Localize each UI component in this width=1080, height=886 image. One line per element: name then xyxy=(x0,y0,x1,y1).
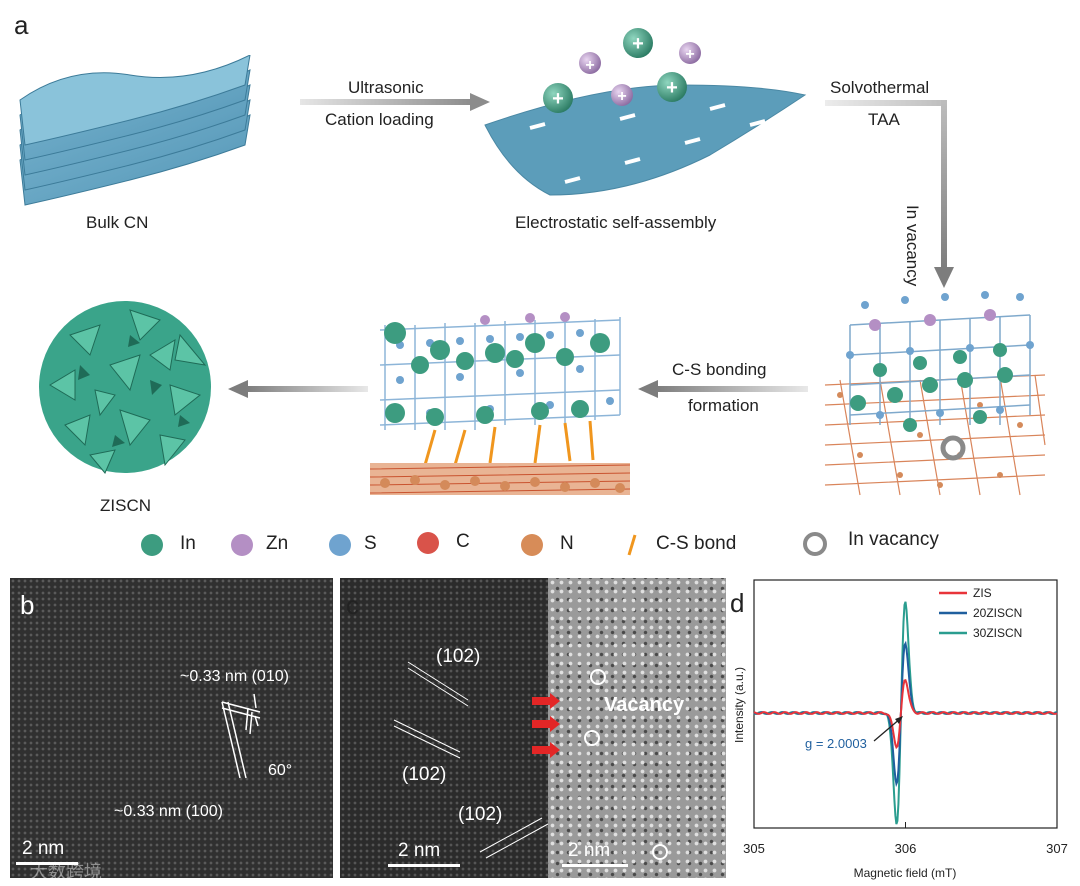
svg-text:+: + xyxy=(617,88,626,105)
legend-vacancy-label: In vacancy xyxy=(848,529,939,551)
legend-s-label: S xyxy=(364,533,377,555)
legend-c-icon xyxy=(416,531,440,555)
legend-s-icon xyxy=(328,533,352,557)
legend-vacancy-icon xyxy=(802,531,828,557)
panel-b-annotation-angle: 60° xyxy=(268,762,292,780)
panel-a-letter: a xyxy=(14,10,28,41)
legend-label-30ZISCN: 30ZISCN xyxy=(973,626,1022,640)
panel-b-annotation-100: ~0.33 nm (100) xyxy=(114,803,223,821)
arrow2 xyxy=(825,95,965,295)
panel-b-scale-label: 2 nm xyxy=(22,838,64,860)
arrow4-text-line1: C-S bonding xyxy=(672,360,767,380)
ziscn-label: ZISCN xyxy=(100,496,151,516)
panel-c-scale-bar-left xyxy=(388,864,460,867)
panel-c-plane-label-2: (102) xyxy=(402,764,446,786)
panel-b-letter: b xyxy=(20,590,34,621)
panel-c-plane-label-3: (102) xyxy=(458,804,502,826)
legend-cs-bond-icon xyxy=(625,533,639,557)
legend-label-20ZISCN: 20ZISCN xyxy=(973,606,1022,620)
svg-text:+: + xyxy=(666,77,678,99)
panel-c-scale-bar-right xyxy=(562,864,628,867)
series-line-ZIS xyxy=(754,680,1057,747)
panel-c-letter: c xyxy=(346,590,359,621)
x-tick-label: 306 xyxy=(895,841,917,856)
bulk-cn-illustration xyxy=(10,55,255,220)
legend-zn-label: Zn xyxy=(266,533,288,555)
panel-b-annotation-010: ~0.33 nm (010) xyxy=(180,668,289,686)
svg-text:+: + xyxy=(632,33,644,55)
arrow4-text-line2: formation xyxy=(688,396,759,416)
epr-chart: 305 306 307 Magnetic field (mT) Intensity … xyxy=(735,575,1075,883)
panel-c-scale-label-right: 2 nm xyxy=(568,840,610,862)
legend-label-ZIS: ZIS xyxy=(973,586,992,600)
arrow5 xyxy=(228,380,368,400)
svg-text:+: + xyxy=(685,46,694,63)
svg-text:+: + xyxy=(552,88,564,110)
g-value-pointer-line xyxy=(874,718,901,741)
legend-cs-bond-label: C-S bond xyxy=(656,533,736,555)
y-axis-title: Intensity (a.u.) xyxy=(735,667,746,743)
legend-row: In Zn S C N C-S bond In vacancy xyxy=(140,527,1040,563)
x-tick-label: 305 xyxy=(743,841,765,856)
legend-in-icon xyxy=(140,533,164,557)
electrostatic-sheet-illustration: + + + + + + xyxy=(480,25,810,215)
electrostatic-label: Electrostatic self-assembly xyxy=(515,213,716,233)
legend-n-label: N xyxy=(560,533,574,555)
panel-c-plane-label-1: (102) xyxy=(436,646,480,668)
legend-c-label: C xyxy=(456,531,470,553)
cs-bond-structure-illustration xyxy=(365,305,635,505)
ziscn-flower-illustration xyxy=(30,295,220,480)
watermark: 大数跨境 xyxy=(30,858,102,884)
g-value-annotation: g = 2.0003 xyxy=(805,736,867,751)
bulk-cn-label: Bulk CN xyxy=(86,213,148,233)
x-axis-title: Magnetic field (mT) xyxy=(854,866,957,880)
legend-in-label: In xyxy=(180,533,196,555)
arrow1-text-line2: Cation loading xyxy=(325,110,434,130)
x-tick-label: 307 xyxy=(1046,841,1068,856)
panel-c-scale-label-left: 2 nm xyxy=(398,840,440,862)
legend-n-icon xyxy=(520,533,544,557)
zis-cn-vacancy-illustration xyxy=(820,285,1050,505)
panel-c-vacancy-label: Vacancy xyxy=(604,694,684,717)
legend-zn-icon xyxy=(230,533,254,557)
arrow3-label: In vacancy xyxy=(902,205,922,286)
svg-text:+: + xyxy=(585,57,594,74)
